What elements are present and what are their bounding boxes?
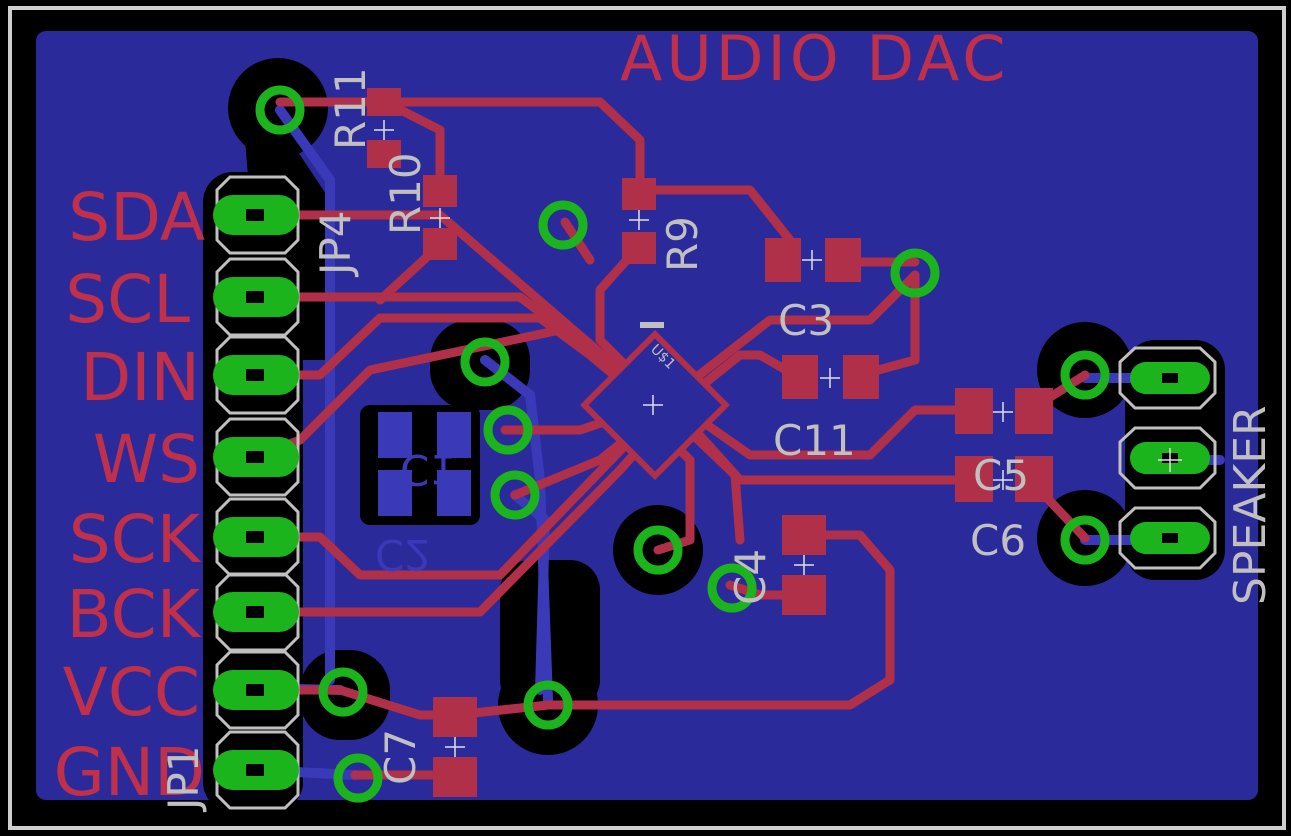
c1-pad-a [378,412,412,458]
r11-pad-b [367,140,401,168]
c4-pad-b [782,575,826,615]
label-r10: R10 [381,152,430,235]
via [255,85,305,135]
label-jp1: JP1 [159,746,208,813]
label-r9: R9 [658,216,707,272]
via [460,337,510,387]
smd-pads [367,88,1053,797]
via [538,200,588,250]
label-speaker: SPEAKER [1225,405,1276,605]
c5-pad-a [955,388,993,434]
via [1060,350,1110,400]
via [333,753,383,803]
speaker-pin-1 [1118,346,1217,410]
header-pin [213,572,300,652]
label-c3: C3 [778,296,834,345]
via [1060,515,1110,565]
pin-label: DIN [80,339,200,416]
label-r11: R11 [326,67,375,150]
header-pin [213,497,300,577]
c7-pad-a [433,697,477,737]
speaker-pin-3 [1118,506,1217,570]
c2-pad-a [378,470,412,516]
header-jp1 [213,175,300,810]
label-c6: C6 [970,516,1026,565]
header-pin [213,335,300,415]
smd-pads-bottom [378,412,471,516]
pin-label: WS [93,421,200,498]
c11-pad-a [782,355,818,399]
label-c11: C11 [773,416,856,465]
c11-pad-b [843,355,879,399]
c3-pad-a [765,238,801,282]
pin-label: SDA [68,179,205,256]
label-c7: C7 [376,729,425,785]
label-jp4: JP4 [311,211,360,278]
c4-pad-a [782,515,826,555]
pin-label: GND [54,734,205,811]
label-c4: C4 [726,549,775,605]
pin-label: VCC [63,654,200,731]
label-c5: C5 [973,451,1029,500]
pin-label: BCK [67,576,202,653]
via [707,563,757,613]
board-title: AUDIO DAC [620,22,1010,95]
c6-pad-a [955,456,993,502]
r11-pad-a [367,88,401,116]
pin-label: SCL [65,261,190,338]
label-c2: C2 [375,530,431,579]
via [523,680,573,730]
r9-pad-a [622,178,656,210]
r10-pad-b [423,228,457,260]
via [890,248,940,298]
via [318,667,368,717]
silkscreen-labels: JP4 R11 R10 R9 C3 C11 C5 C6 C4 C7 JP1 SP… [159,67,1276,813]
header-pin [213,175,300,255]
header-pin [213,257,300,337]
c1-pad-b [437,412,471,458]
r10-pad-a [423,175,457,207]
origin-markers [374,120,1182,757]
silkscreen-labels-bottom: C1 C2 [375,445,456,579]
via [483,405,533,455]
label-c1: C1 [400,445,456,494]
c3-pad-b [825,238,861,282]
c5-pad-b [1015,388,1053,434]
speaker-connector [1118,346,1217,570]
vias [255,85,1110,803]
header-pin [213,730,300,810]
header-pin [213,650,300,730]
pin-label: SCK [69,501,202,578]
c6-pad-b [1015,456,1053,502]
r9-pad-b [622,232,656,264]
c2-pad-b [437,470,471,516]
header-pin [213,417,300,497]
via [490,470,540,520]
via [633,525,683,575]
c7-pad-b [433,757,477,797]
